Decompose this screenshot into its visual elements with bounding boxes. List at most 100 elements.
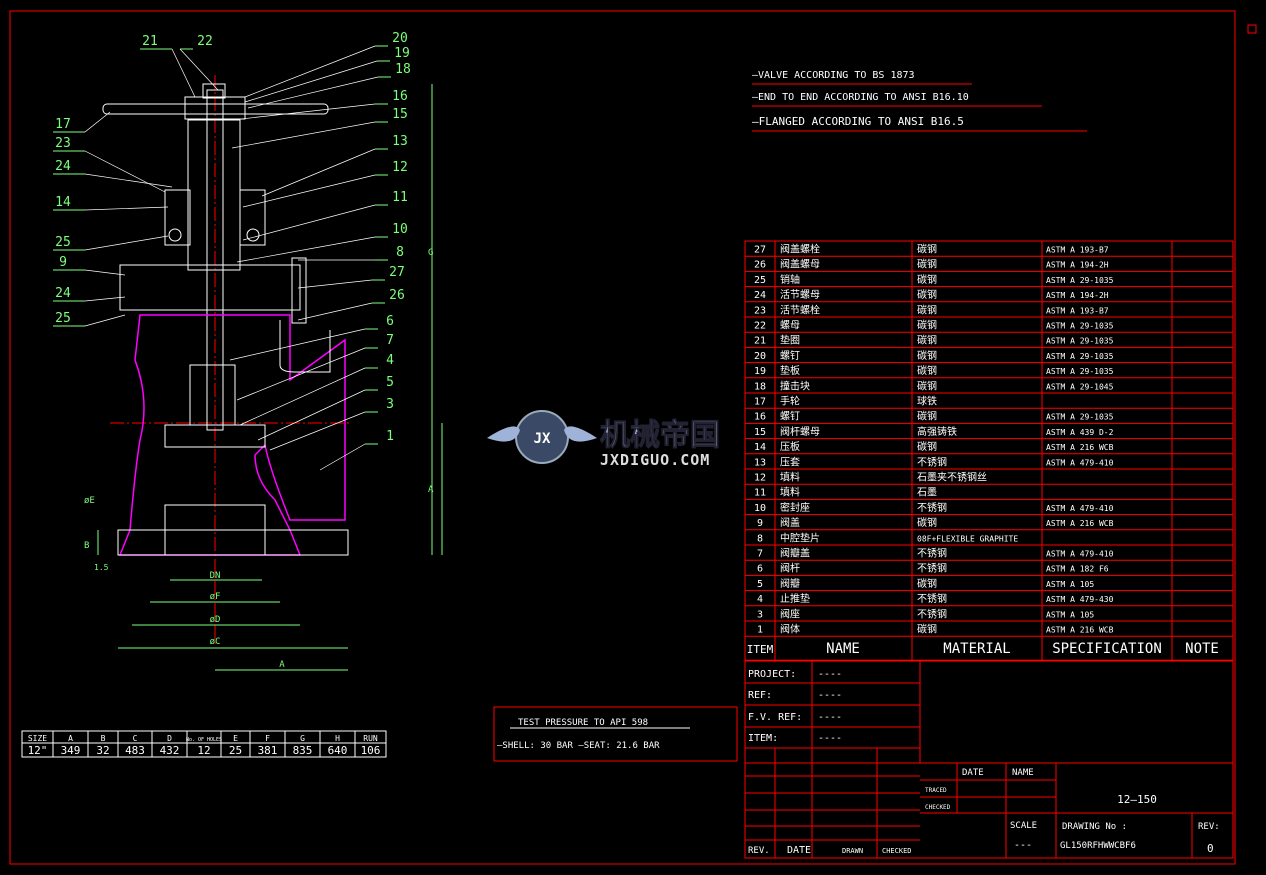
callout-number: 10 [392,222,408,237]
callout-leader [244,60,378,103]
watermark-url: JXDIGUO.COM [600,451,710,469]
project-value: ---- [818,669,842,680]
bom-spec: ASTM A 479-410 [1046,504,1114,513]
emblem-text: JX [534,431,551,447]
dim-label-dn: DN [210,571,221,581]
bom-header-item: ITEM [747,643,774,656]
callout-leader [231,121,376,149]
callout-leader [297,279,373,289]
valve-body [118,314,346,556]
size-table-header: B [101,734,106,743]
bom-material: 碳钢 [917,334,937,347]
bom-material: 碳钢 [917,440,937,453]
bom-material: 不锈钢 [917,592,947,605]
bom-item-no: 8 [757,533,763,544]
rev-footer: REV. [748,846,770,856]
size-table-header: No. OF HOLES [186,737,222,743]
bom-material: 不锈钢 [917,455,947,468]
bom-item-no: 16 [754,412,766,423]
callout-number: 24 [55,286,71,301]
dim-label-a-side: A [428,485,434,495]
bom-material: 碳钢 [917,303,937,316]
callout-leader [84,206,169,211]
callout-number: 14 [55,195,71,210]
callout-leader [319,443,366,471]
callout-number: 5 [386,375,394,390]
bom-spec: ASTM A 479-410 [1046,458,1114,467]
callout-leader [242,204,376,241]
bom-name: 垫板 [780,364,800,377]
callout-leader [84,150,166,193]
bom-spec: ASTM A 182 F6 [1046,565,1109,574]
bom-name: 压套 [780,455,800,468]
bom-material: 碳钢 [917,258,937,271]
size-table-value: 381 [258,744,278,757]
test-pressure-values: —SHELL: 30 BAR —SEAT: 21.6 BAR [497,741,660,751]
bom-material: 石墨夹不锈钢丝 [917,471,987,484]
callout-leader [297,302,373,321]
bom-name: 阀盖螺母 [780,258,820,271]
watermark-logo: JX 机械帝国 JXDIGUO.COM [487,410,721,469]
callout-leader [231,103,376,121]
callout-leader [84,296,126,302]
bom-item-no: 25 [754,275,766,286]
ref-label: REF: [748,690,772,701]
bom-name: 填料 [780,471,800,484]
bottom-flange [117,529,349,556]
callout-number: 25 [55,235,71,250]
bom-item-no: 15 [754,427,766,438]
callout-number: 3 [386,397,394,412]
name-header: NAME [1012,768,1034,778]
bom-item-no: 23 [754,305,766,316]
callout-leader [236,236,376,263]
bom-item-no: 22 [754,321,766,332]
wings-icon [487,426,597,442]
bom-name: 垫圈 [780,334,800,347]
callout-number: 12 [392,160,408,175]
bom-name: 活节螺母 [780,289,820,301]
title-block: PROJECT:----REF:----F.V. REF:----ITEM:--… [744,660,1234,859]
callout-number: 22 [197,34,213,49]
callout-number: 21 [142,34,158,49]
bom-item-no: 7 [757,549,763,560]
bom-spec: ASTM A 193-B7 [1046,246,1109,255]
bom-name: 止推垫 [780,592,810,605]
bom-name: 螺钉 [780,350,800,362]
bom-material: 碳钢 [917,273,937,286]
bom-name: 撞击块 [780,379,810,392]
bom-item-no: 18 [754,381,766,392]
callout-leader [261,148,376,197]
test-pressure-title: TEST PRESSURE TO API 598 [518,718,648,728]
pin-left [168,228,182,242]
dim-label-g: G [428,248,433,258]
scale-value: --- [1014,840,1032,851]
callout-number: 4 [386,353,394,368]
drawing-no-label: DRAWING No : [1062,822,1127,832]
fv-ref-label: F.V. REF: [748,712,802,723]
bom-name: 螺母 [780,320,800,332]
bom-material: 碳钢 [917,243,937,256]
bom-header-spec: SPECIFICATION [1052,641,1162,657]
bom-item-no: 19 [754,366,766,377]
callout-number: 23 [55,136,71,151]
bom-name: 中腔垫片 [780,531,820,544]
bom-item-no: 4 [757,594,763,605]
dim-label-e: øE [84,496,95,506]
bom-material: 高强铸铁 [917,425,957,438]
callout-number: 27 [389,265,405,280]
callout-leader [84,314,126,327]
callout-number: 24 [55,159,71,174]
bom-spec: ASTM A 29-1035 [1046,322,1114,331]
bom-spec: ASTM A 216 WCB [1046,519,1114,528]
bom-name: 阀瓣盖 [780,547,810,560]
bom-item-no: 27 [754,245,766,256]
bom-spec: ASTM A 29-1035 [1046,276,1114,285]
bom-name: 活节螺栓 [780,303,820,316]
size-table-header: H [335,734,340,743]
scale-label: SCALE [1010,821,1037,831]
callout-number: 1 [386,429,394,444]
bom-spec: ASTM A 479-430 [1046,595,1114,604]
bom-spec: ASTM A 439 D-2 [1046,428,1114,437]
traced-label: TRACED [925,787,947,794]
